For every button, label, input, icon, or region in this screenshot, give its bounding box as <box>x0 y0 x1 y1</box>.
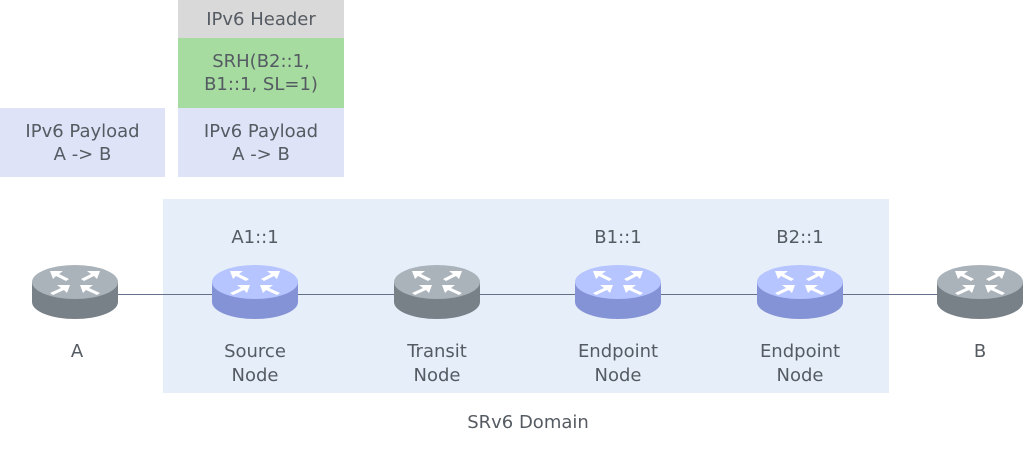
source-node-label: Source Node <box>205 340 305 388</box>
node-b-label: B <box>973 341 987 362</box>
srh-box: SRH(B2::1, B1::1, SL=1) <box>178 38 344 108</box>
right-payload-box: IPv6 Payload A -> B <box>178 108 344 177</box>
network-link <box>75 294 980 295</box>
endpoint1-node-line1: Endpoint <box>577 341 659 362</box>
left-payload-line1: IPv6 Payload <box>25 120 140 142</box>
left-payload-box: IPv6 Payload A -> B <box>0 108 165 177</box>
router-transit-icon <box>392 258 482 328</box>
transit-node-label: Transit Node <box>387 340 487 388</box>
router-source-icon <box>210 258 300 328</box>
ipv6-header-label: IPv6 Header <box>206 8 316 30</box>
endpoint1-node-line2: Node <box>594 365 642 386</box>
left-payload-line2: A -> B <box>53 143 112 165</box>
source-node-line2: Node <box>231 365 279 386</box>
transit-node-line1: Transit <box>407 341 467 362</box>
srh-line2: B1::1, SL=1) <box>204 74 318 95</box>
right-payload-line1: IPv6 Payload <box>203 120 319 142</box>
endpoint1-address: B1::1 <box>594 227 642 248</box>
endpoint1-node-label: Endpoint Node <box>568 340 668 388</box>
right-payload-line2: A -> B <box>232 143 290 165</box>
endpoint2-address: B2::1 <box>776 227 824 248</box>
endpoint2-node-line2: Node <box>776 365 824 386</box>
ipv6-header-box: IPv6 Header <box>178 0 344 38</box>
endpoint2-node-label: Endpoint Node <box>750 340 850 388</box>
source-node-line1: Source <box>224 341 286 362</box>
router-endpoint2-icon <box>755 258 845 328</box>
srh-line1: SRH(B2::1, <box>212 51 310 72</box>
router-a-icon <box>30 258 120 328</box>
srv6-domain-label: SRv6 Domain <box>467 412 589 433</box>
router-b-icon <box>935 258 1024 328</box>
endpoint2-node-line1: Endpoint <box>759 341 841 362</box>
node-a-label: A <box>70 341 84 362</box>
source-address: A1::1 <box>231 227 279 248</box>
router-endpoint1-icon <box>573 258 663 328</box>
transit-node-line2: Node <box>413 365 461 386</box>
